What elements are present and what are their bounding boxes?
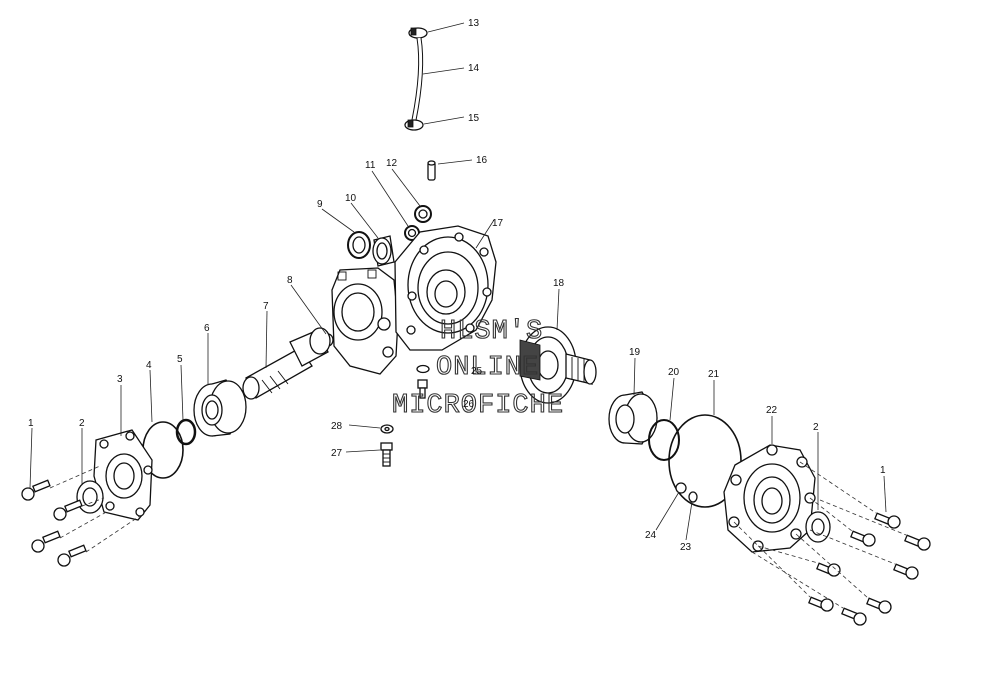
callout-23: 23 xyxy=(680,542,692,553)
part-1-bolt xyxy=(53,499,83,521)
callout-16: 16 xyxy=(476,155,488,166)
part-14-hose xyxy=(411,37,424,121)
callout-28: 28 xyxy=(331,421,343,432)
part-22-cover xyxy=(723,444,816,553)
vent-hose-assembly xyxy=(404,27,428,131)
part-1-bolt xyxy=(21,479,51,501)
callout-10: 10 xyxy=(345,193,357,204)
part-17-gearcase-housing xyxy=(331,225,497,375)
callout-26: 26 xyxy=(463,399,475,410)
callout-5: 5 xyxy=(177,354,183,365)
part-7-pinion-shaft xyxy=(242,327,331,400)
watermark-line-1: HLSM'S xyxy=(440,317,543,347)
part-28-washer xyxy=(380,424,394,434)
part-25-fill-plug xyxy=(417,379,428,399)
leader-lines xyxy=(29,22,887,541)
part-1-bolt xyxy=(31,530,61,553)
part-10-bushing xyxy=(372,235,395,267)
part-1-bolt xyxy=(893,563,919,580)
part-5-snap-ring xyxy=(175,418,197,446)
callout-1-right: 1 xyxy=(880,465,886,476)
callout-14: 14 xyxy=(468,63,480,74)
callout-27: 27 xyxy=(331,448,343,459)
part-2-seal-right xyxy=(805,511,831,543)
callout-17: 17 xyxy=(492,218,504,229)
part-27-drain-plug xyxy=(380,442,393,467)
part-1-bolt xyxy=(850,530,876,547)
part-13-clamp xyxy=(408,27,428,39)
part-23-seal xyxy=(688,491,698,503)
part-20-snap-ring xyxy=(648,419,680,461)
part-12-bushing xyxy=(414,205,432,223)
part-19-bearing xyxy=(608,391,658,445)
part-26-washer xyxy=(416,364,430,374)
part-16-vent-fitting xyxy=(427,160,436,181)
callout-13: 13 xyxy=(468,18,480,29)
callout-12: 12 xyxy=(386,158,398,169)
callout-1-left: 1 xyxy=(28,418,34,429)
callout-9: 9 xyxy=(317,199,323,210)
callout-labels: 1 2 3 4 5 6 7 8 9 10 11 12 13 14 15 16 1… xyxy=(28,18,886,553)
callout-2-right: 2 xyxy=(813,422,819,433)
part-1-bolt xyxy=(874,512,901,529)
bolts-1-left xyxy=(21,465,141,567)
callout-4: 4 xyxy=(146,360,152,371)
part-1-bolt xyxy=(841,607,867,626)
part-9-seal xyxy=(347,231,371,259)
callout-25: 25 xyxy=(471,366,483,377)
callout-2-left: 2 xyxy=(79,418,85,429)
callout-18: 18 xyxy=(553,278,565,289)
bolts-1-right xyxy=(733,461,931,626)
callout-6: 6 xyxy=(204,323,210,334)
callout-21: 21 xyxy=(708,369,720,380)
callout-3: 3 xyxy=(117,374,123,385)
callout-11: 11 xyxy=(365,160,376,171)
callout-20: 20 xyxy=(668,367,680,378)
watermark-line-3: MICROFICHE xyxy=(392,391,564,421)
callout-24: 24 xyxy=(645,530,657,541)
part-24-dowel xyxy=(675,482,687,494)
watermark: HLSM'S ONLINE MICROFICHE xyxy=(391,316,564,421)
part-3-cover xyxy=(93,429,153,521)
callout-19: 19 xyxy=(629,347,641,358)
part-1-bolt xyxy=(57,544,87,567)
callout-22: 22 xyxy=(766,405,778,416)
part-18-output-shaft xyxy=(519,326,597,404)
part-15-clamp xyxy=(404,119,424,131)
part-1-bolt xyxy=(904,534,931,551)
part-1-bolt xyxy=(866,597,892,614)
part-6-bearing xyxy=(193,379,247,437)
part-2-seal-left xyxy=(76,480,104,514)
watermark-line-2: ONLINE xyxy=(436,353,539,383)
callout-7: 7 xyxy=(263,301,269,312)
part-1-bolt xyxy=(816,562,841,577)
callout-8: 8 xyxy=(287,275,293,286)
part-1-bolt xyxy=(808,596,834,612)
callout-15: 15 xyxy=(468,113,480,124)
